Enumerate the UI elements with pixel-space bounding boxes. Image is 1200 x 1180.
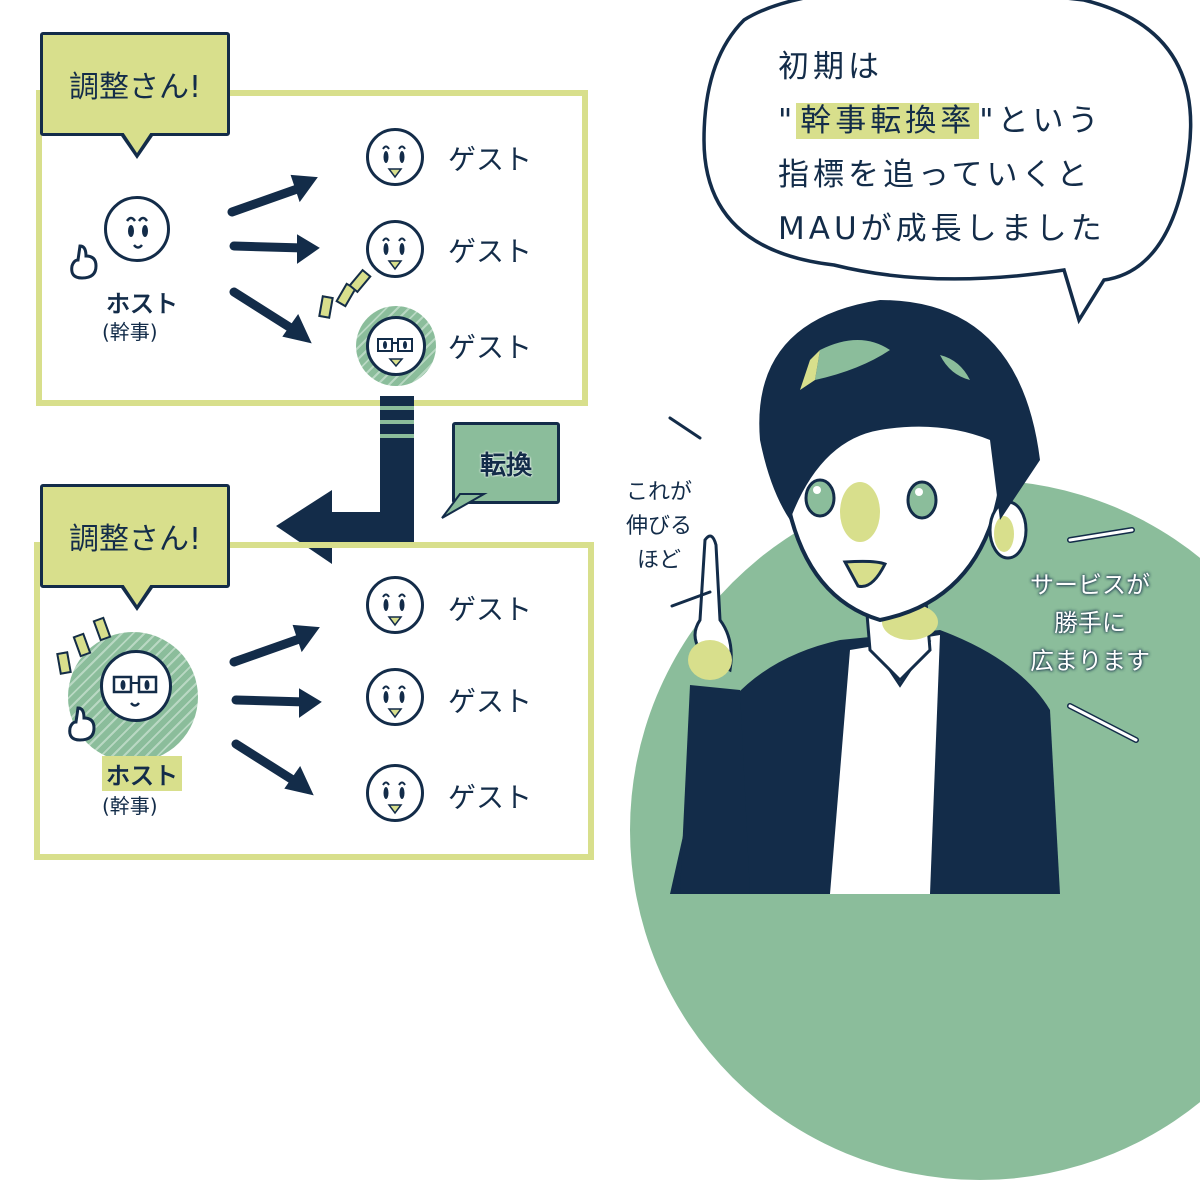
host-label: ホスト <box>102 756 182 791</box>
bottom-arrows <box>229 624 322 796</box>
thumbs-up-hand-icon <box>70 244 98 280</box>
guest-label: ゲスト <box>448 781 533 814</box>
guest-label: ゲスト <box>448 593 533 626</box>
top-flow-panel <box>36 90 588 406</box>
host-sub-label: (幹事) <box>102 794 158 818</box>
conversion-tag-box: 転換 <box>452 422 560 504</box>
guest-label: ゲスト <box>448 235 533 268</box>
host-face-glasses <box>100 650 172 722</box>
host-face-icon <box>125 216 149 249</box>
guest-label: ゲスト <box>448 685 533 718</box>
emphasis-lines-left <box>668 416 712 608</box>
guest-face <box>366 668 424 726</box>
host-glasses-face-icon <box>112 675 158 707</box>
bottom-flow-panel <box>34 542 594 860</box>
emphasis-lines-right <box>1067 527 1139 743</box>
speech-line-1: 初期は <box>778 49 883 85</box>
conversion-tag-text: 転換 <box>479 450 532 481</box>
guest-label: ゲスト <box>448 143 533 176</box>
guest-face-icon <box>382 685 406 719</box>
glasses-face-icon <box>377 338 413 368</box>
guest-face <box>366 576 424 634</box>
top-tag-text: 調整さん! <box>68 70 202 105</box>
speech-text: 初期は "幹事転換率"という 指標を追っていくと MAUが成長しました <box>778 40 1106 256</box>
guest-face <box>366 764 424 822</box>
guest-face-icon <box>382 593 406 627</box>
guest-label: ゲスト <box>448 331 533 364</box>
speech-line-3: 指標を追っていくと <box>778 157 1092 193</box>
aside-right-text: サービスが 勝手に 広まります <box>1030 571 1150 675</box>
bottom-tag-box: 調整さん! <box>40 484 230 611</box>
thumbs-up-hand-icon <box>68 706 96 742</box>
bottom-tag-text: 調整さん! <box>68 522 202 557</box>
character-illustration <box>670 300 1060 894</box>
host-label: ホスト <box>106 290 178 318</box>
guest-face-icon <box>382 237 406 271</box>
guest-face <box>366 220 424 278</box>
guest-face-icon <box>382 781 406 815</box>
guest-face-icon <box>382 145 406 179</box>
speech-line-2: "幹事転換率"という <box>778 103 1103 139</box>
highlight-metric: 幹事転換率 <box>796 103 980 139</box>
host-face <box>104 196 170 262</box>
speech-bubble <box>702 0 1193 325</box>
aside-left-text: これが 伸びる ほど <box>626 480 693 573</box>
conversion-tag-tail <box>441 493 488 519</box>
guest-face <box>366 128 424 186</box>
speech-line-4: MAUが成長しました <box>778 211 1106 247</box>
guest-face-glasses <box>366 316 426 376</box>
top-arrows <box>227 174 320 344</box>
host-sub-label: (幹事) <box>102 320 158 344</box>
top-tag-box: 調整さん! <box>40 32 230 159</box>
